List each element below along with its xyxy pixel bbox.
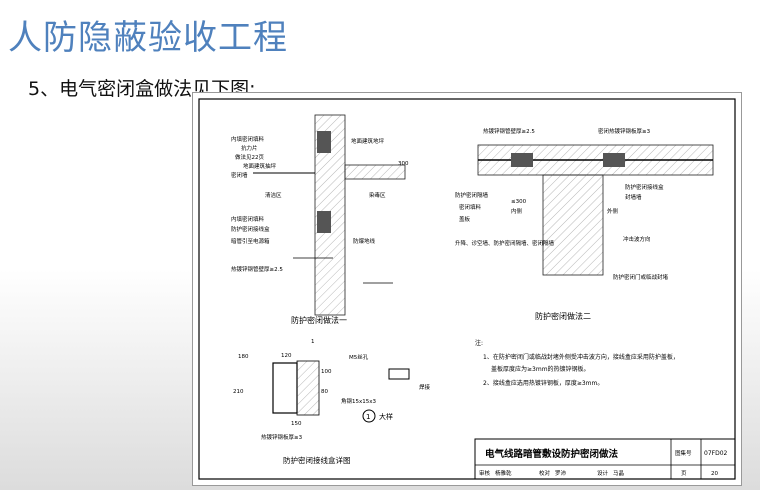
box-dim-6: 150 <box>291 421 302 427</box>
m1-label-3: 做法见22页 <box>235 153 264 161</box>
page-label: 页 <box>681 470 687 477</box>
slide-title: 人防隐蔽验收工程 <box>8 18 288 58</box>
drawing-canvas: 内填密闭填料 抗力片 做法见22页 地面建筑抽坪 密闭墙 清洁区 内填密闭填料 … <box>198 98 736 480</box>
m1-label-1: 内填密闭填料 <box>231 135 265 143</box>
title-block-main: 电气线路暗管敷设防护密闭做法 <box>485 448 619 460</box>
box-dim-2: 120 <box>281 353 292 359</box>
box-dim-3: 210 <box>233 389 244 395</box>
m2-label-6: ≤300 <box>511 199 527 205</box>
m2-label-4: 密闭填料 <box>459 203 482 211</box>
tb-cell-3: 校对 <box>539 469 551 477</box>
seal-box-right <box>603 153 625 167</box>
engineering-drawing: 内填密闭填料 抗力片 做法见22页 地面建筑抽坪 密闭墙 清洁区 内填密闭填料 … <box>192 92 742 486</box>
callout-circle <box>362 409 376 423</box>
m2-label-9: 封墙墙 <box>625 193 642 201</box>
method2-diagram: 热镀锌钢管壁厚≥2.5 密闭热镀锌钢板厚≥3 防护密闭隔墙 密闭填料 盖板 ≤3… <box>455 127 714 321</box>
atlas-number: 07FD02 <box>704 450 728 457</box>
box-side <box>296 360 320 416</box>
m1-label-7: 内填密闭填料 <box>231 215 265 223</box>
method1-diagram: 内填密闭填料 抗力片 做法见22页 地面建筑抽坪 密闭墙 清洁区 内填密闭填料 … <box>231 114 409 325</box>
box-label-4: 焊接 <box>419 383 431 391</box>
m2-label-11: 防护密闭接线盒 <box>625 183 664 191</box>
tb-cell-2: 杨雅乾 <box>495 469 512 477</box>
seal-box-lower <box>317 211 331 233</box>
box-dim-4: 100 <box>321 369 332 375</box>
notes-heading: 注: <box>475 339 483 347</box>
m1-label-9: 暗管引至电源箱 <box>231 237 270 245</box>
callout-number: 1 <box>366 413 370 421</box>
note-line-3: 2、接线盒应选用热镀锌钢板，厚度≥3mm。 <box>483 379 603 387</box>
m1-label-11: 地面建筑地坪 <box>351 137 385 145</box>
method2-caption: 防护密闭做法二 <box>535 311 591 321</box>
box-front <box>272 362 298 414</box>
m1-label-8: 防护密闭接线盒 <box>231 225 270 233</box>
m2-label-12: 冲击波方向 <box>623 235 651 243</box>
box-label-3: 角钢15x15x3 <box>341 397 377 405</box>
tb-cell-4: 罗沛 <box>555 469 567 477</box>
m2-label-7: 内侧 <box>511 207 523 215</box>
tb-cell-5: 设计 <box>597 469 609 477</box>
m2-label-2: 密闭热镀锌钢板厚≥3 <box>598 127 651 135</box>
box-detail-diagram: 180 120 210 100 80 150 1 热镀锌钢板厚≥3 M5丝孔 角… <box>233 339 431 465</box>
box-label-1: 热镀锌钢板厚≥3 <box>261 433 303 441</box>
title-block: 电气线路暗管敷设防护密闭做法 图集号 07FD02 审核 杨雅乾 校对 罗沛 设… <box>474 438 736 480</box>
note-line-2: 盖板厚度应为≥3mm的热镀锌钢板。 <box>491 365 590 373</box>
box-dim-5: 80 <box>321 389 328 395</box>
note-line-1: 1、在防护密闭门或临战封堵外侧受冲击波方向，接线盒应采用防护盖板， <box>483 353 679 361</box>
m2-label-8: 外侧 <box>607 207 619 215</box>
box-dim-1: 180 <box>238 354 249 360</box>
box-dim-7: 1 <box>311 339 315 345</box>
m2-label-3: 防护密闭隔墙 <box>455 191 489 199</box>
m2-label-1: 热镀锌钢管壁厚≥2.5 <box>483 127 535 135</box>
m1-label-10: 热镀锌钢管壁厚≥2.5 <box>231 265 283 273</box>
notes-block: 注: 1、在防护密闭门或临战封堵外侧受冲击波方向，接线盒应采用防护盖板， 盖板厚… <box>475 339 679 387</box>
m1-label-4: 地面建筑抽坪 <box>243 162 277 170</box>
m1-label-2: 抗力片 <box>241 144 258 152</box>
angle-steel <box>388 368 410 380</box>
callout-label: 大样 <box>379 412 393 421</box>
floor-slab <box>344 164 406 180</box>
partition-wall <box>542 174 604 276</box>
seal-box-upper <box>317 131 331 153</box>
m1-label-5: 密闭墙 <box>231 171 248 179</box>
box-detail-caption: 防护密闭接线盒详图 <box>283 455 351 465</box>
m2-label-13: 防护密闭门或临战封堵 <box>613 273 669 281</box>
box-label-2: M5丝孔 <box>349 353 369 361</box>
m2-label-5: 盖板 <box>459 215 471 223</box>
tb-cell-1: 审核 <box>479 469 491 477</box>
m2-label-10: 升降、诊空墙、防护密闭隔墙、密闭隔墙 <box>455 239 555 247</box>
drawing-border <box>198 98 736 480</box>
seal-box-left <box>511 153 533 167</box>
m1-label-12: 防爆地线 <box>353 237 376 245</box>
m1-label-13: 染毒区 <box>369 191 386 199</box>
m1-label-6: 清洁区 <box>265 191 282 199</box>
atlas-label: 图集号 <box>675 449 692 457</box>
tb-cell-6: 马晶 <box>613 469 625 477</box>
method1-caption: 防护密闭做法一 <box>291 315 347 325</box>
page-number: 20 <box>711 471 718 477</box>
m1-dim: 300 <box>398 161 409 167</box>
